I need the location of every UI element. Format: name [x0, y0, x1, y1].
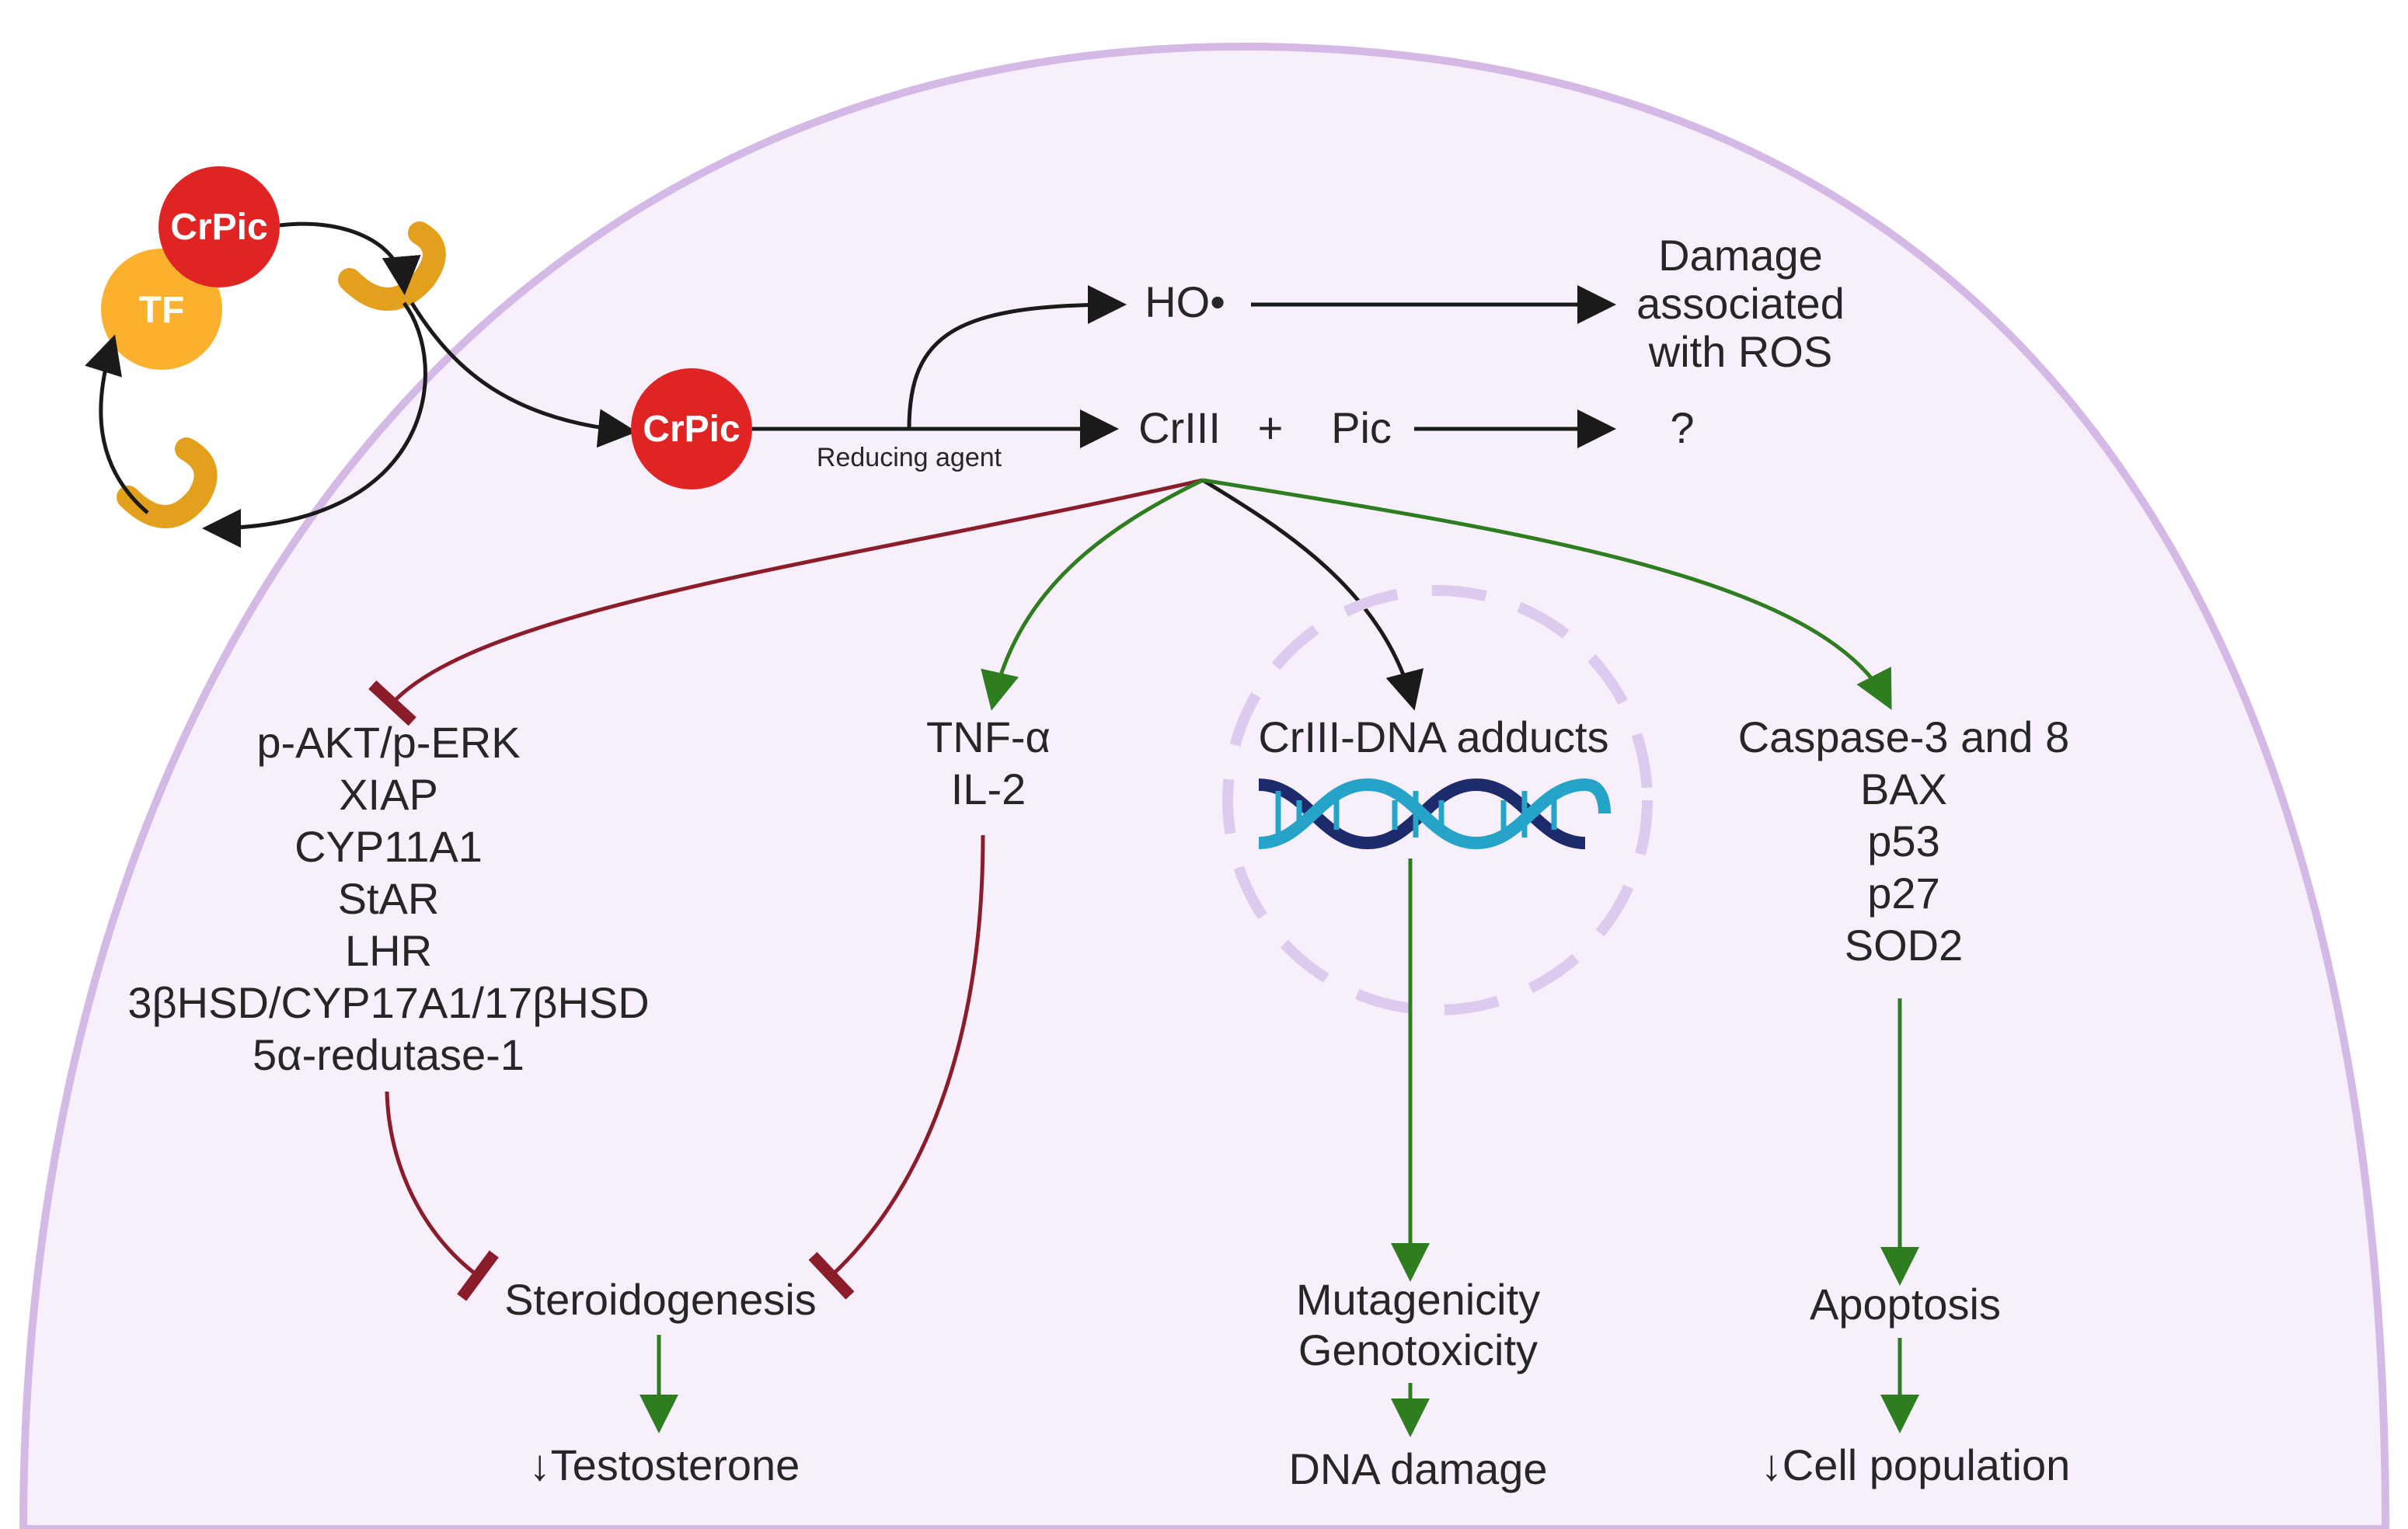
factor-p53: p53	[1867, 817, 1939, 866]
steroidogenesis-label: Steroidogenesis	[504, 1275, 817, 1324]
factor-xiap: XIAP	[339, 770, 438, 819]
arrow-to-adducts	[1201, 478, 1424, 711]
factor-caspase: Caspase-3 and 8	[1738, 712, 2070, 761]
cycle-arrow-to-receptor	[279, 221, 421, 295]
reducing-agent-label: Reducing agent	[817, 443, 1002, 472]
factor-bax: BAX	[1860, 764, 1947, 813]
factor-hsd: 3βHSD/CYP17A1/17βHSD	[127, 978, 649, 1027]
receptor-icon-bottom	[117, 437, 218, 528]
factor-lhr: LHR	[345, 926, 432, 975]
crpic-circle-top	[159, 166, 280, 287]
factor-cyp11a1: CYP11A1	[294, 822, 483, 871]
damage-ros-line3: with ROS	[1648, 327, 1833, 376]
steroid-factor-list: p-AKT/p-ERK XIAP CYP11A1 StAR LHR 3βHSD/…	[127, 718, 649, 1079]
dna-damage-label: DNA damage	[1288, 1444, 1547, 1493]
apoptosis-factor-list: Caspase-3 and 8 BAX p53 p27 SOD2	[1738, 712, 2070, 970]
arrow-to-cytokines	[981, 478, 1204, 711]
crpic-label-top: CrPic	[170, 207, 267, 248]
genotoxicity-label: Genotoxicity	[1298, 1325, 1538, 1374]
mutagenicity-label: Mutagenicity	[1296, 1275, 1540, 1324]
factor-5a-reductase: 5α-redutase-1	[253, 1030, 524, 1079]
factor-p-akt: p-AKT/p-ERK	[256, 718, 520, 767]
adducts-label: CrIII-DNA adducts	[1258, 712, 1608, 761]
receptor-cycle: TF CrPic	[85, 166, 637, 548]
inhibit-cytokines-to-steroidogenesis	[808, 834, 985, 1300]
factor-star: StAR	[338, 874, 440, 923]
criii-label: CrIII	[1138, 403, 1221, 452]
dna-highlight-circle	[1222, 585, 1653, 1015]
ho-label: HO•	[1145, 277, 1225, 326]
arrow-to-crpic	[409, 301, 637, 448]
damage-ros-line1: Damage	[1658, 231, 1823, 280]
factor-p27: p27	[1867, 869, 1939, 918]
cytokine-tnf: TNF-α	[926, 712, 1051, 761]
receptor-icon-top	[338, 221, 446, 311]
damage-ros-line2: associated	[1636, 279, 1845, 328]
arrow-to-ho	[907, 285, 1127, 430]
crpic-label-mid: CrPic	[643, 409, 740, 450]
arrow-to-apoptosis-factors	[1202, 478, 1892, 710]
inhibit-to-steroid-factors	[368, 478, 1204, 726]
crpic-circle-mid	[631, 368, 752, 489]
cell-population-label: ↓Cell population	[1761, 1440, 2070, 1489]
apoptosis-label: Apoptosis	[1810, 1280, 2001, 1329]
inhibit-factors-to-steroidogenesis	[385, 1091, 499, 1301]
factor-sod2: SOD2	[1845, 921, 1964, 970]
pic-label: Pic	[1331, 403, 1392, 452]
tf-label: TF	[139, 290, 185, 331]
cycle-arrow-up	[85, 334, 149, 514]
cytokine-il2: IL-2	[951, 764, 1026, 813]
plus-label: +	[1258, 403, 1284, 452]
cycle-arrow-down	[202, 301, 427, 548]
testosterone-label: ↓Testosterone	[529, 1440, 800, 1489]
dna-helix-icon	[1258, 778, 1611, 850]
unknown-outcome: ?	[1670, 403, 1694, 452]
